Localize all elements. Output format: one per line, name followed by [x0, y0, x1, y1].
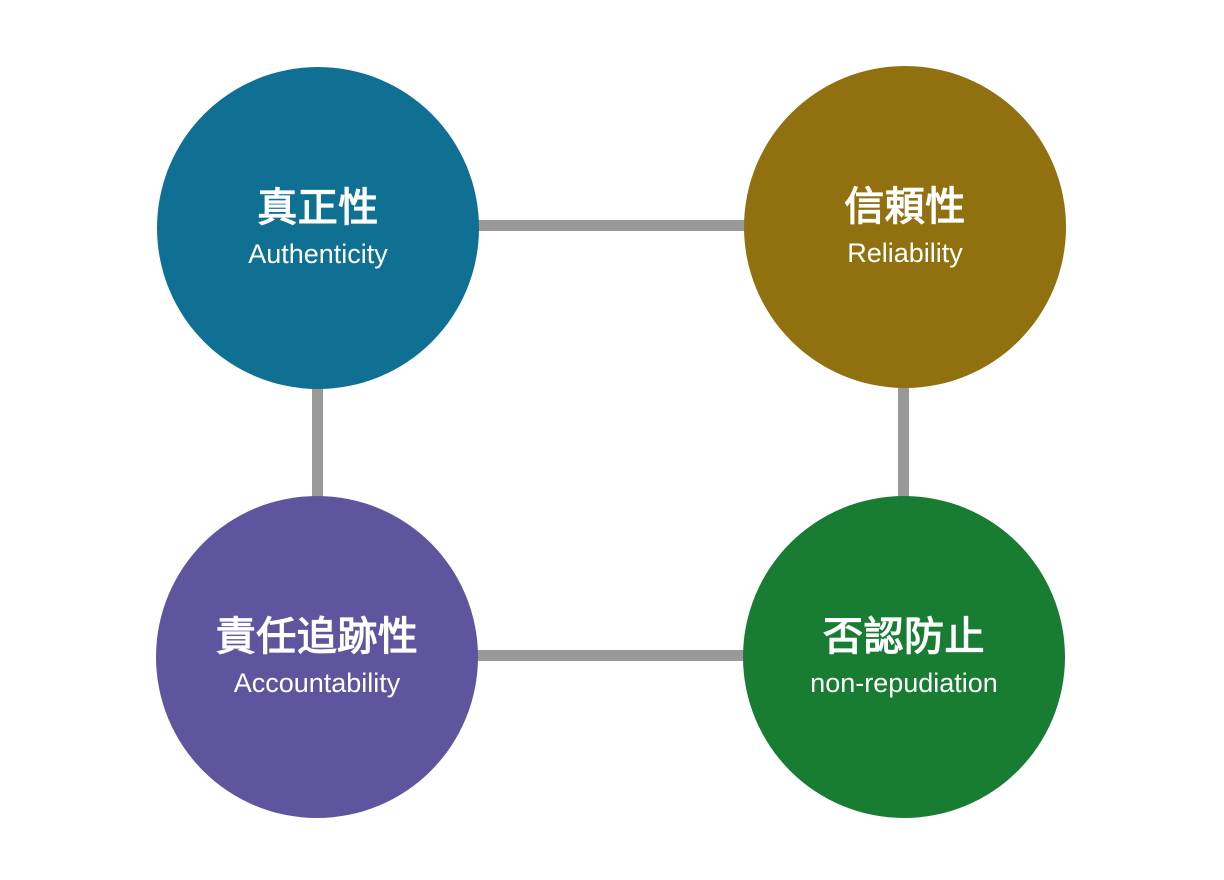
- node-non-repudiation-subtitle-en: non-repudiation: [810, 668, 998, 699]
- node-accountability: 責任追跡性 Accountability: [156, 496, 478, 818]
- connector-accountability-nonrepudiation: [317, 650, 904, 661]
- node-authenticity-title-jp: 真正性: [257, 186, 379, 231]
- connector-authenticity-reliability: [318, 220, 905, 231]
- node-accountability-subtitle-en: Accountability: [233, 668, 401, 699]
- node-reliability-subtitle-en: Reliability: [847, 238, 963, 269]
- connector-reliability-nonrepudiation: [898, 227, 909, 657]
- node-non-repudiation-title-jp: 否認防止: [823, 615, 985, 660]
- node-authenticity-subtitle-en: Authenticity: [248, 239, 388, 270]
- node-reliability-title-jp: 信頼性: [844, 185, 966, 230]
- connector-authenticity-accountability: [312, 228, 323, 657]
- node-authenticity: 真正性 Authenticity: [157, 67, 479, 389]
- node-accountability-title-jp: 責任追跡性: [215, 615, 419, 660]
- node-reliability: 信頼性 Reliability: [744, 66, 1066, 388]
- node-non-repudiation: 否認防止 non-repudiation: [743, 496, 1065, 818]
